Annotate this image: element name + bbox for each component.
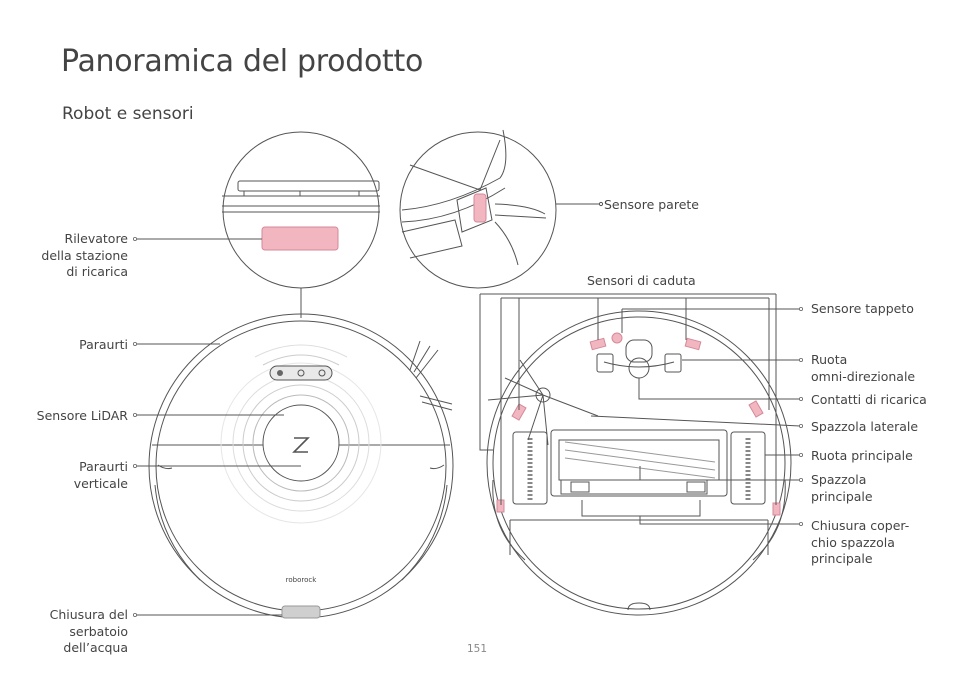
label-main-brush: Spazzola principale bbox=[811, 472, 873, 504]
label-vertical-bumper: Paraurti verticale bbox=[73, 459, 128, 491]
label-omni-wheel: Ruota omni-direzionale bbox=[811, 352, 916, 384]
dock-detector-sensor bbox=[261, 226, 339, 251]
label-wall-sensor: Sensore parete bbox=[604, 197, 699, 212]
brand-mark: roborock bbox=[286, 576, 318, 584]
label-charging-contacts: Contatti di ricarica bbox=[811, 392, 927, 407]
label-brush-cover-latch: Chiusura coper- chio spazzola principale bbox=[811, 518, 910, 566]
label-cliff-sensors: Sensori di caduta bbox=[587, 273, 696, 288]
label-side-brush: Spazzola laterale bbox=[811, 419, 919, 434]
label-lidar-sensor: Sensore LiDAR bbox=[36, 408, 128, 423]
page-title: Panoramica del prodotto bbox=[61, 44, 424, 79]
label-main-wheel: Ruota principale bbox=[811, 448, 913, 463]
wall-sensor bbox=[473, 193, 487, 223]
dock-detector-detail bbox=[222, 131, 380, 318]
robot-bottom-view bbox=[479, 293, 801, 616]
wall-sensor-detail bbox=[399, 129, 604, 289]
label-carpet-sensor: Sensore tappeto bbox=[811, 301, 914, 316]
section-subtitle: Robot e sensori bbox=[62, 104, 194, 124]
label-bumper: Paraurti bbox=[79, 337, 128, 352]
label-water-tank-latch: Chiusura del serbatoio dell’acqua bbox=[49, 607, 128, 655]
robot-top-view bbox=[135, 238, 454, 619]
page-number: 151 bbox=[466, 643, 488, 655]
label-dock-detector: Rilevatore della stazione di ricarica bbox=[41, 231, 128, 279]
